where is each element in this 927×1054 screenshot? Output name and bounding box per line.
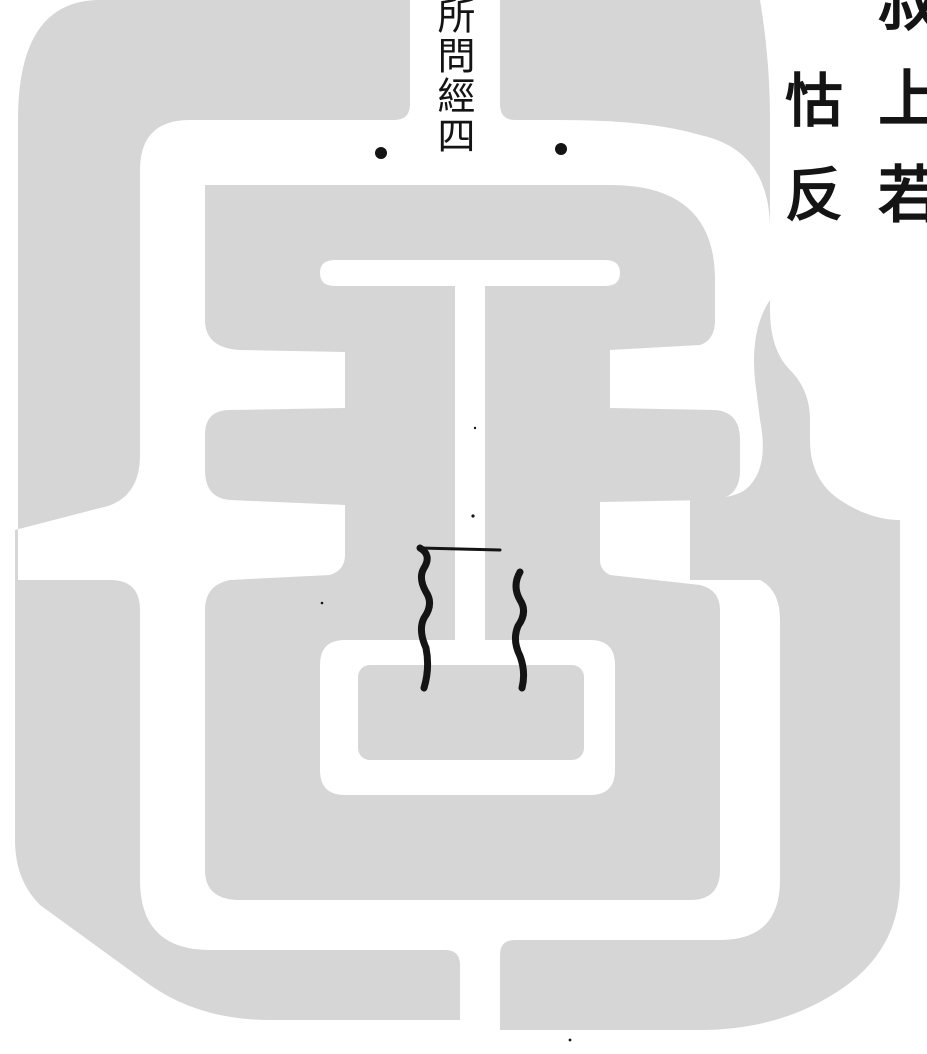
ink-speck-4 xyxy=(568,1038,572,1042)
ink-speck-2 xyxy=(473,426,477,430)
ink-stroke-left xyxy=(416,544,433,692)
ink-dot-right xyxy=(555,143,567,155)
right-column-text: 叔上若 xyxy=(867,0,927,258)
ink-marks xyxy=(320,143,572,1042)
seal-outer-frame-left xyxy=(15,0,460,1020)
seal-glyph xyxy=(15,0,900,1030)
left-column-text: 怙反 xyxy=(775,70,843,258)
ink-speck-1 xyxy=(471,514,475,518)
ink-stroke-bar xyxy=(418,546,502,552)
ink-stroke-right xyxy=(511,568,528,692)
seal-outer-frame-right xyxy=(500,0,900,1030)
ink-dot-left xyxy=(375,147,387,159)
ink-speck-3 xyxy=(320,601,324,605)
seal-inner-top-block xyxy=(205,185,740,900)
seal-inner-box xyxy=(358,665,584,760)
annotation-text: 所問經四 xyxy=(431,0,475,163)
